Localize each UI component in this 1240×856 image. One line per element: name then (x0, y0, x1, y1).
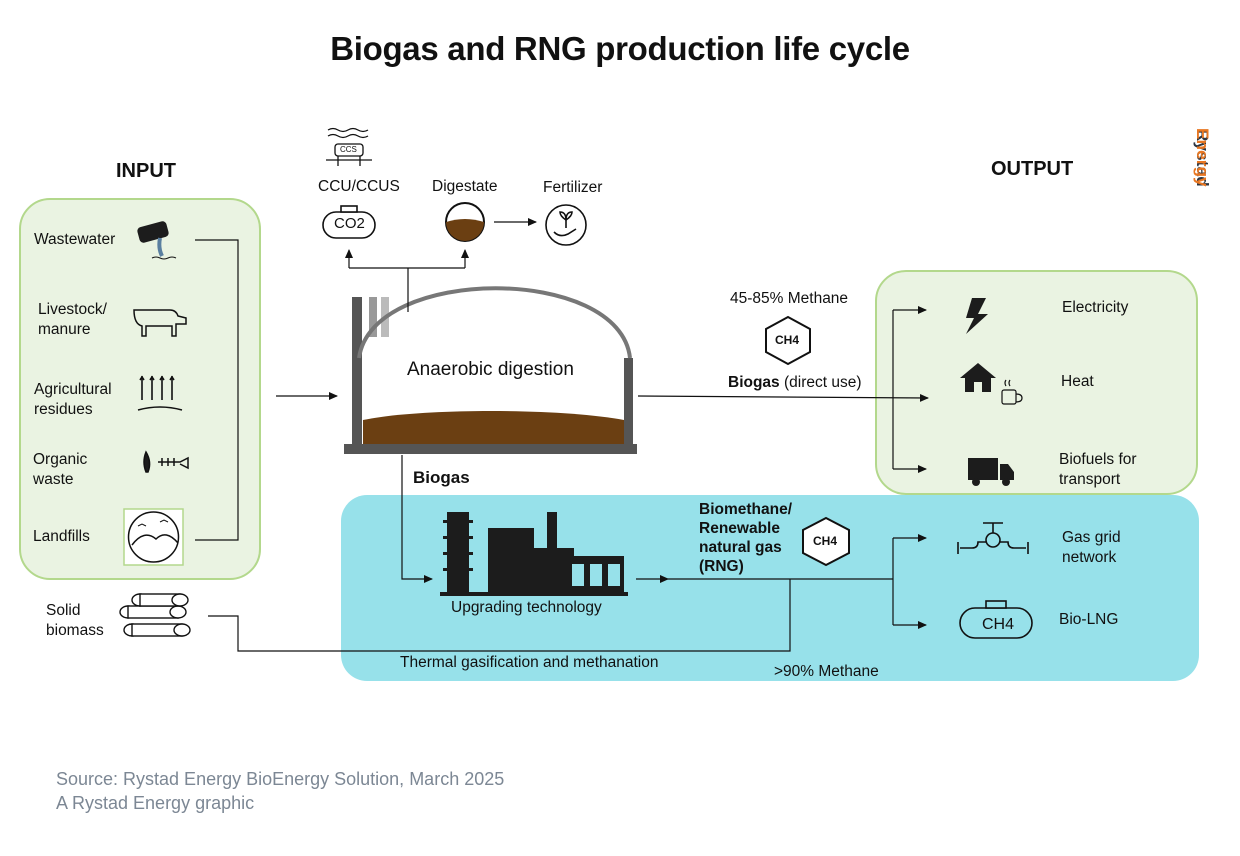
input-label-landfills: Landfills (33, 528, 90, 545)
methane-high-label: >90% Methane (774, 663, 879, 680)
input-box (19, 198, 261, 580)
graphic-credit-line: A Rystad Energy graphic (56, 793, 255, 813)
output-label-bio-lng: Bio-LNG (1059, 611, 1119, 628)
upgrading-technology-label: Upgrading technology (451, 599, 602, 616)
house-icon (960, 363, 996, 392)
bio-lng-tank-icon (959, 600, 1033, 639)
biogas-direct-label: Biogas (direct use) (728, 373, 862, 393)
co2-label: CO2 (334, 215, 365, 232)
ccs-platform-icon (326, 127, 372, 166)
input-collector-lines (195, 239, 239, 541)
ch4-rng-label: CH4 (813, 534, 838, 548)
output-label-biofuels: Biofuels for transport (1059, 451, 1137, 488)
lng-ch4-label: CH4 (982, 616, 1015, 633)
solid-biomass-icon (119, 593, 191, 637)
input-label-livestock: Livestock/ manure (38, 301, 107, 338)
upgrading-plant-icon (440, 512, 628, 596)
digester-label: Anaerobic digestion (407, 359, 574, 380)
co2-tank-icon (322, 205, 376, 239)
ccu-label: CCU/CCUS (318, 178, 400, 195)
fertilizer-icon (545, 204, 587, 246)
thermal-gasification-label: Thermal gasification and methanation (400, 654, 659, 671)
output-label-electricity: Electricity (1062, 299, 1129, 316)
cow-icon (133, 309, 187, 337)
ch4-hex-icon-rng (802, 516, 850, 567)
input-label-wastewater: Wastewater (34, 231, 116, 248)
digester-top-lines (349, 267, 465, 312)
gas-grid-icon (957, 522, 1029, 554)
wastewater-pipe-icon (137, 221, 177, 260)
solid-biomass-line (208, 579, 791, 652)
output-direct-box (875, 270, 1198, 495)
ch4-direct-label: CH4 (775, 333, 800, 347)
truck-icon (968, 458, 1014, 486)
organic-waste-icon (143, 450, 189, 473)
lightning-icon (966, 298, 988, 334)
biogas-direct-rest: (direct use) (779, 374, 862, 391)
cup-icon (1001, 379, 1023, 405)
wheat-icon (137, 375, 183, 411)
biogas-label: Biogas (413, 468, 470, 487)
methane-range-label: 45-85% Methane (730, 290, 849, 307)
ccs-label: CCS (340, 145, 357, 154)
digestate-label: Digestate (432, 178, 498, 195)
input-label-solid-biomass: Solid biomass (46, 602, 104, 639)
biogas-direct-arrow (637, 393, 929, 402)
digester-icon (344, 286, 637, 454)
landfill-icon (123, 508, 184, 566)
biogas-direct-bold: Biogas (728, 374, 780, 391)
input-header: INPUT (116, 160, 176, 182)
ch4-hex-icon-direct (765, 315, 811, 366)
source-line: Source: Rystad Energy BioEnergy Solution… (56, 769, 505, 789)
digestate-icon (445, 202, 485, 242)
biogas-to-upgrading-line (401, 455, 433, 583)
input-label-organic: Organic waste (33, 451, 88, 488)
fertilizer-label: Fertilizer (543, 179, 603, 196)
output-header: OUTPUT (991, 158, 1074, 180)
input-label-agricultural: Agricultural residues (34, 381, 112, 418)
source-note: Source: Rystad Energy BioEnergy Solution… (56, 767, 504, 815)
output-label-heat: Heat (1061, 373, 1094, 390)
page-title: Biogas and RNG production life cycle (330, 30, 910, 67)
output-label-gas-grid: Gas grid network (1062, 529, 1121, 566)
rng-label: Biomethane/ Renewable natural gas (RNG) (699, 501, 793, 575)
